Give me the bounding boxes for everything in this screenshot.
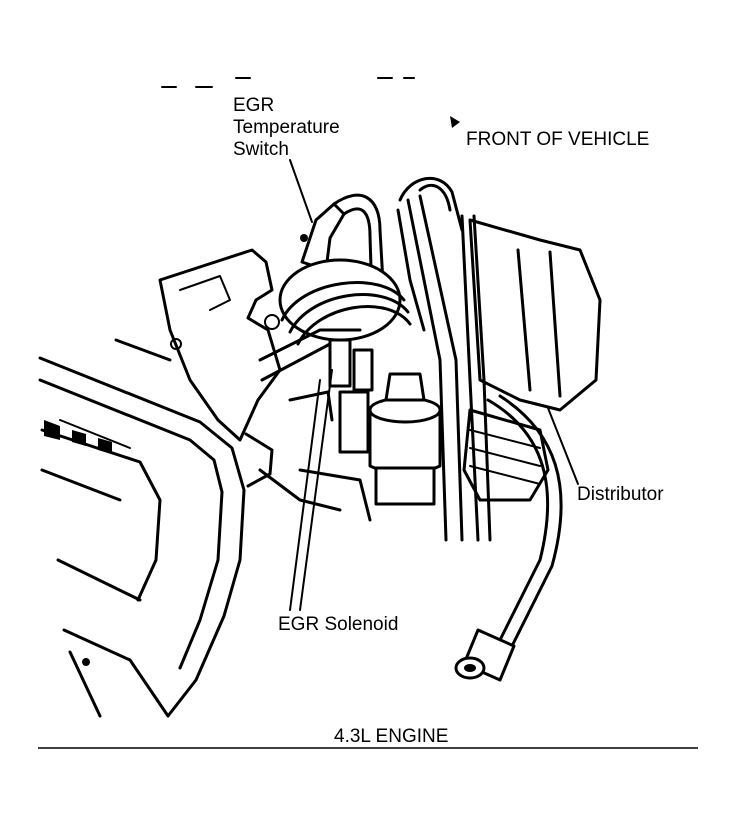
egr-solenoid-label: EGR Solenoid: [278, 614, 399, 635]
leader-lines: [289, 159, 579, 611]
spark-plug-wires: [396, 176, 563, 682]
distributor-label: Distributor: [577, 484, 664, 505]
top-dash-marks: [161, 77, 415, 88]
mounting-bracket: [114, 248, 282, 488]
egr-temperature-switch-label: EGR Temperature Switch: [233, 95, 340, 161]
egr-temperature-switch-label-line: Temperature: [233, 117, 340, 138]
egr-solenoid: [258, 338, 442, 522]
engine-caption: 4.3L ENGINE: [334, 726, 449, 747]
egr-temperature-switch-label-line: Switch: [233, 139, 289, 160]
front-arrow-icon: [450, 116, 460, 128]
front-of-vehicle-label: FRONT OF VEHICLE: [466, 129, 650, 150]
distributor: [462, 218, 602, 502]
throttle-body: [258, 258, 412, 382]
egr-temperature-switch-label-line: EGR: [233, 95, 275, 116]
valve-cover: [38, 356, 246, 718]
